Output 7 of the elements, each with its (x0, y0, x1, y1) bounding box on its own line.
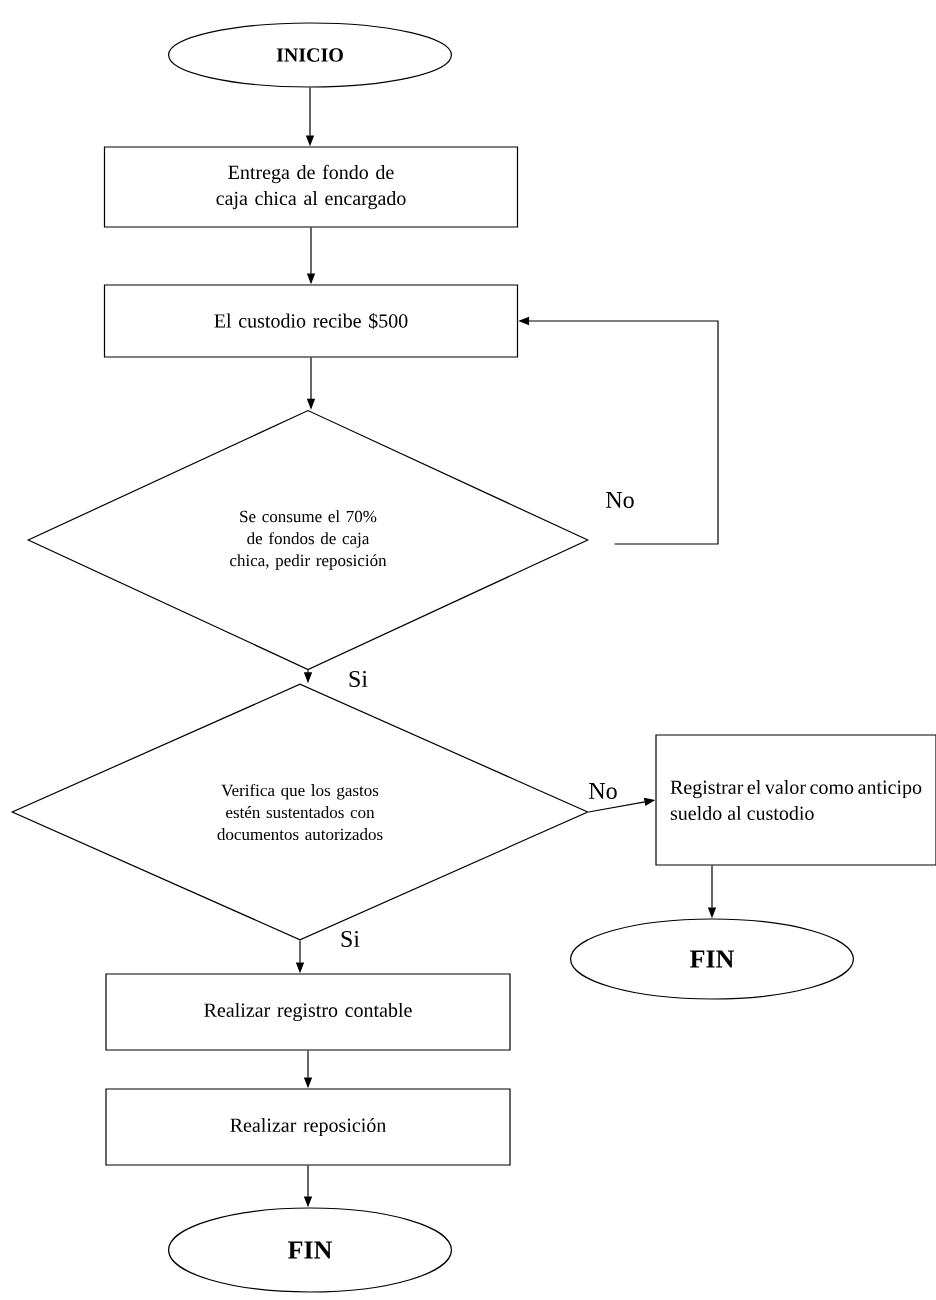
process-box: Realizar registro contable (105, 973, 511, 1051)
process-box: El custodio recibe $500 (103, 284, 519, 358)
process-box: Entrega de fondo de caja chica al encargado (103, 146, 519, 228)
process-box: Realizar reposición (105, 1088, 511, 1166)
edge-label: No (604, 491, 636, 509)
process-box: Registrar el valor como anticipo sueldo al custodio (655, 734, 936, 866)
edge-label: No (587, 782, 619, 800)
